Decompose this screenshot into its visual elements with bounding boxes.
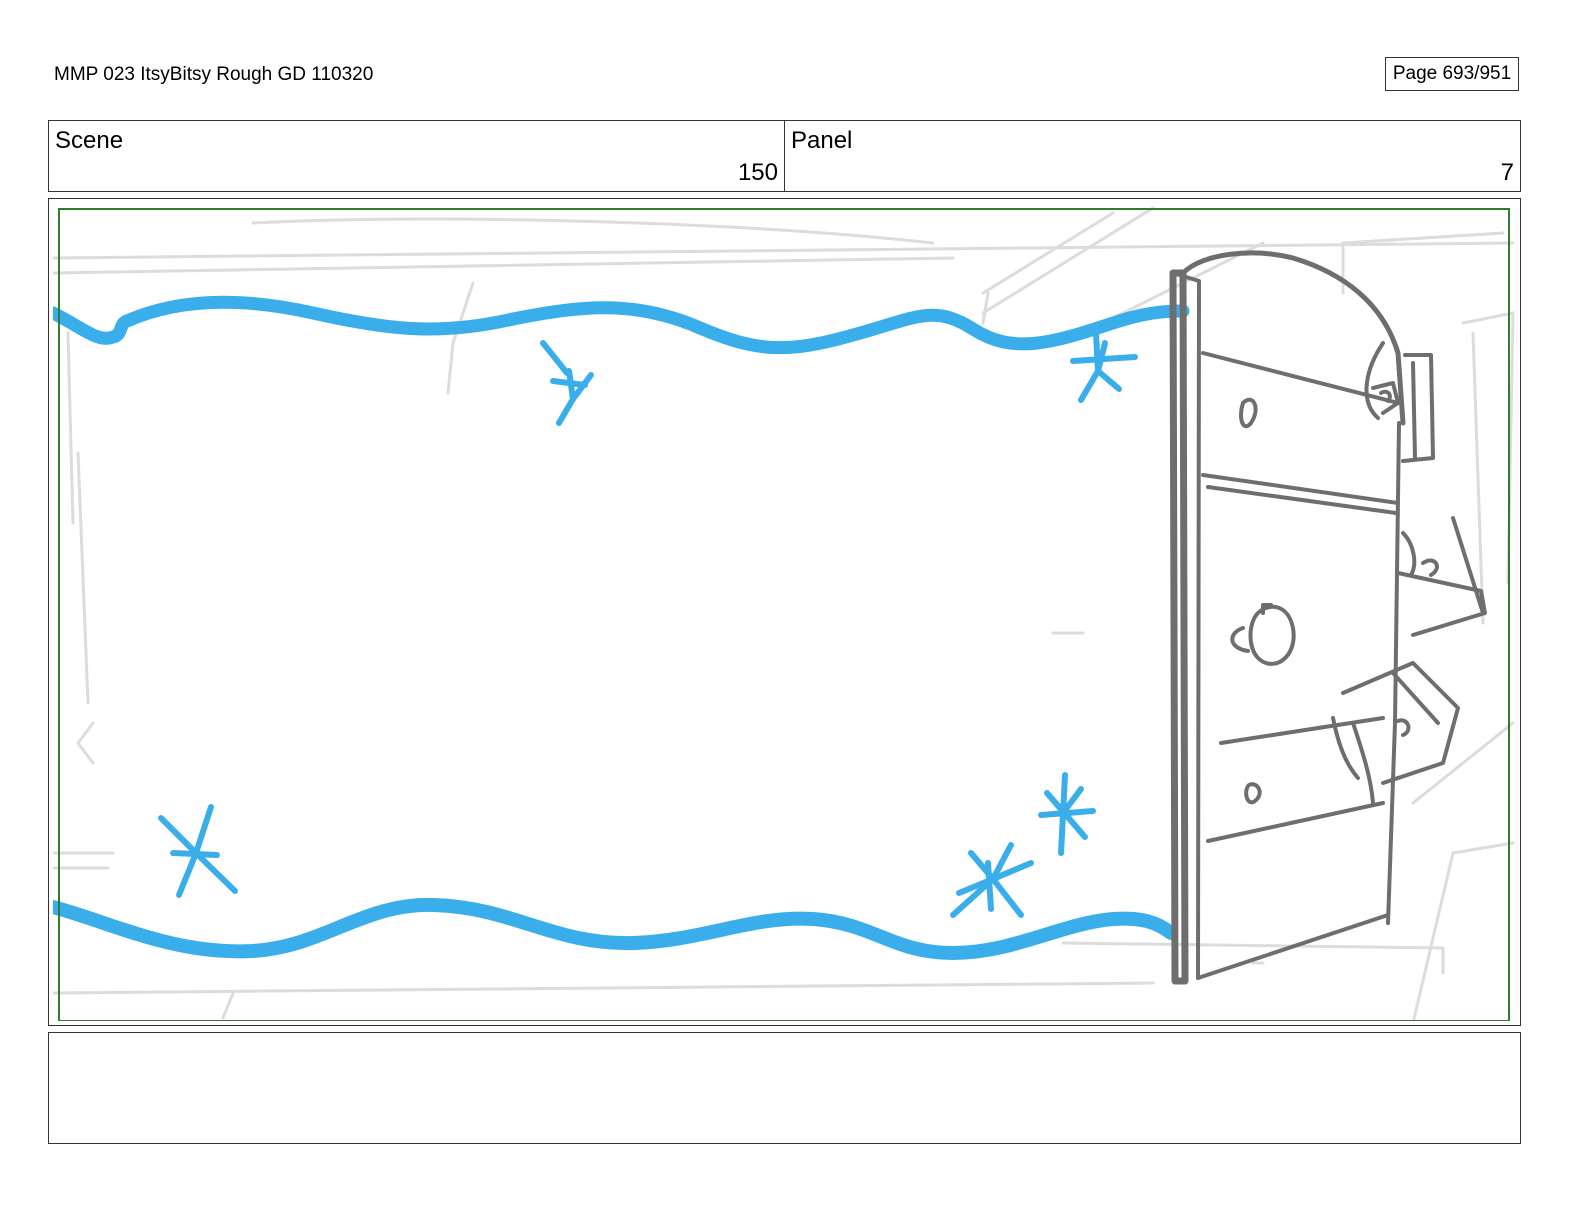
panel-cell: Panel 7 [784,121,1520,191]
storyboard-panel [48,198,1521,1026]
sparkle-top-center [540,340,594,426]
ribbon-waves [53,295,1190,960]
sparkle-top-right [1070,330,1138,403]
hinge-bottom [1341,661,1460,785]
sparkle-bottom-left [158,804,238,898]
scene-cell: Scene 150 [49,121,784,191]
door-edge [1169,269,1189,985]
door-sketch [1169,250,1487,985]
sparkle-bottom-right-lower [950,842,1034,918]
sparkle-bottom-right-upper [1038,772,1096,856]
scene-label: Scene [55,127,124,154]
page-number-box: Page 693/951 [1385,57,1519,91]
background-sketch [53,206,1515,1021]
door-hole-bottom [1244,782,1262,805]
hinge-top [1401,353,1435,463]
top-ribbon-wave [53,295,1190,355]
door-hole-top [1239,397,1258,429]
sparkles [158,330,1138,918]
dialogue-notes-box [48,1032,1521,1144]
door-knob [1248,604,1296,666]
document-title: MMP 023 ItsyBitsy Rough GD 110320 [54,64,374,85]
door-right-edge [1386,421,1401,925]
scene-panel-info-row: Scene 150 Panel 7 [48,120,1521,192]
panel-number: 7 [1500,159,1514,186]
bottom-ribbon-wave [53,897,1178,960]
panel-label: Panel [791,127,853,154]
scene-number: 150 [737,159,778,186]
door-arch [1180,250,1406,426]
hinge-middle [1396,571,1487,637]
panel-drawing [53,206,1515,1021]
safe-frame [58,208,1510,1021]
